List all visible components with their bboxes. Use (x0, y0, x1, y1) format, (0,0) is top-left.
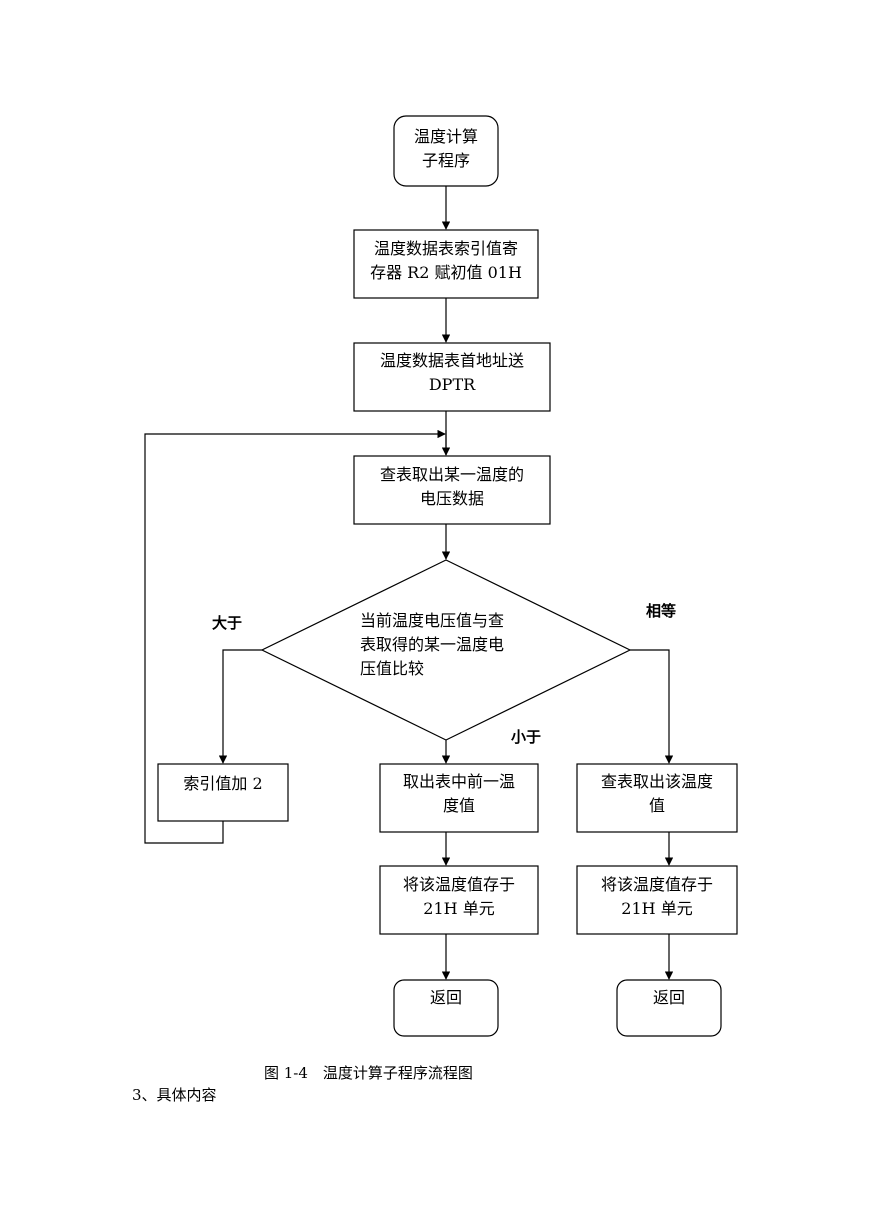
label-greater: 大于 (212, 614, 242, 632)
lookup-line-1: 查表取出某一温度的 (380, 465, 524, 484)
figure-caption: 图 1-4 温度计算子程序流程图 (264, 1064, 473, 1082)
this-temp-process: 查表取出该温度 值 (576, 763, 738, 833)
this-temp-line-2: 值 (649, 796, 665, 815)
lookup-process: 查表取出某一温度的 电压数据 (353, 455, 551, 525)
prev-temp-line-1: 取出表中前一温 (403, 772, 515, 791)
return-right-terminal: 返回 (616, 979, 722, 1037)
start-line-2: 子程序 (422, 151, 470, 170)
store-left-process: 将该温度值存于 21H 单元 (379, 865, 539, 935)
store-right-line-1: 将该温度值存于 (601, 875, 713, 894)
section-heading: 3、具体内容 (132, 1086, 217, 1104)
init-r2-process: 温度数据表索引值寄 存器 R2 赋初值 01H (353, 229, 539, 299)
store-left-line-2: 21H 单元 (423, 899, 494, 918)
return-left-label: 返回 (430, 988, 462, 1007)
start-line-1: 温度计算 (414, 127, 478, 146)
compare-line-1: 当前温度电压值与查 (360, 611, 504, 630)
increment-line-1: 索引值加 2 (183, 774, 262, 793)
store-right-line-2: 21H 单元 (621, 899, 692, 918)
prev-temp-line-2: 度值 (443, 796, 475, 815)
lookup-line-2: 电压数据 (420, 489, 484, 508)
store-left-line-1: 将该温度值存于 (403, 875, 515, 894)
label-less: 小于 (511, 728, 541, 746)
this-temp-line-1: 查表取出该温度 (601, 772, 713, 791)
store-right-process: 将该温度值存于 21H 单元 (576, 865, 738, 935)
compare-line-3: 压值比较 (360, 659, 424, 678)
prev-temp-process: 取出表中前一温 度值 (379, 763, 539, 833)
label-equal: 相等 (646, 602, 676, 620)
edge-compare-equal (630, 649, 674, 764)
increment-process: 索引值加 2 (157, 763, 289, 822)
init-r2-line-2: 存器 R2 赋初值 01H (370, 263, 522, 282)
init-r2-line-1: 温度数据表索引值寄 (374, 239, 518, 258)
compare-line-2: 表取得的某一温度电 (360, 635, 504, 654)
load-dptr-line-2: DPTR (429, 375, 476, 394)
edge-loop-back (144, 429, 446, 844)
load-dptr-line-1: 温度数据表首地址送 (380, 351, 524, 370)
start-terminal: 温度计算 子程序 (393, 115, 499, 187)
load-dptr-process: 温度数据表首地址送 DPTR (353, 342, 551, 412)
return-right-label: 返回 (653, 988, 685, 1007)
edge-compare-greater (218, 649, 262, 764)
return-left-terminal: 返回 (393, 979, 499, 1037)
compare-decision: 当前温度电压值与查 表取得的某一温度电 压值比较 (260, 559, 632, 741)
